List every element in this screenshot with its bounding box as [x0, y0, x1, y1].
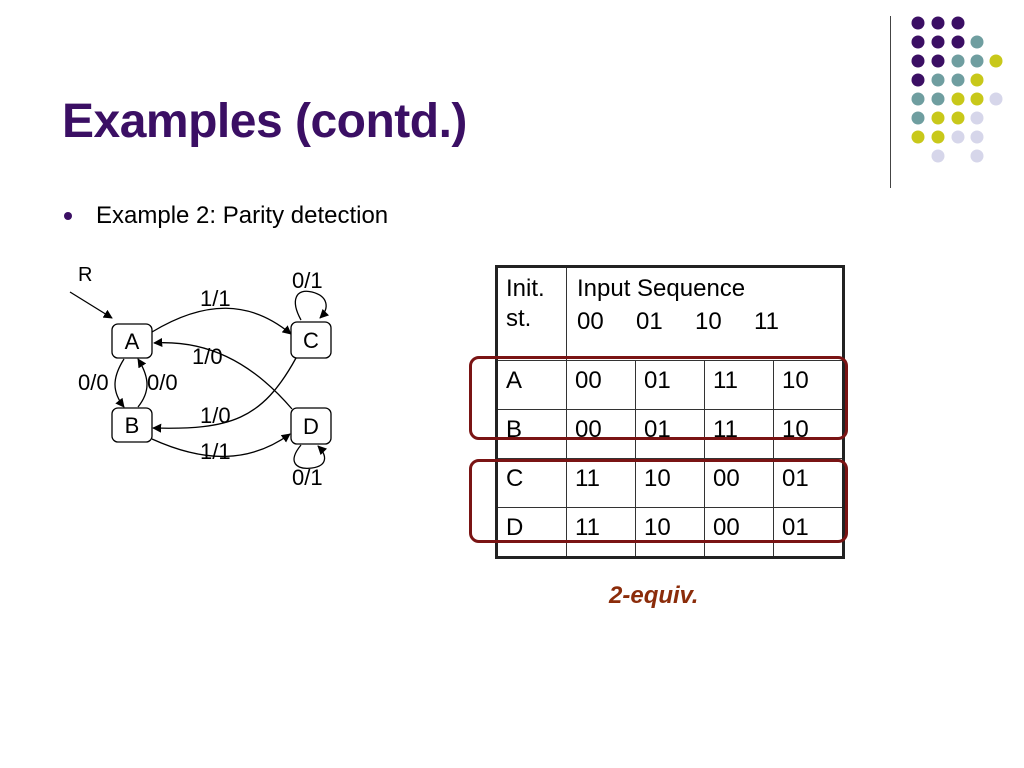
- highlight-box-ab: [469, 356, 848, 440]
- table-row: D 11 10 00 01: [496, 507, 844, 558]
- edge-a-to-c: [151, 307, 292, 335]
- label-b-to-d: 1/1: [200, 439, 231, 464]
- column-header: 00: [577, 308, 604, 335]
- dot-row-1: [911, 16, 965, 30]
- label-c-to-b: 1/0: [200, 403, 231, 428]
- state-c: C: [290, 321, 332, 359]
- row-state: C: [496, 458, 567, 508]
- bullet-item: Example 2: Parity detection: [64, 202, 388, 230]
- dot-row-4: [911, 73, 984, 87]
- edge-c-to-b: [152, 357, 297, 433]
- dot-row-8: [931, 149, 984, 163]
- state-d: D: [290, 407, 332, 445]
- edge-b-to-d: [151, 433, 291, 458]
- row-state: D: [496, 507, 567, 558]
- state-table: Init. st. Input Sequence 00 01 10 11 A 0…: [495, 265, 845, 559]
- label-a-to-c: 1/1: [200, 286, 231, 311]
- label-d-to-a: 1/0: [192, 344, 223, 369]
- dot-row-5: [911, 92, 1003, 106]
- state-a: A: [111, 323, 153, 359]
- reset-label: R: [78, 264, 92, 286]
- decorative-dot-grid: [911, 16, 1003, 163]
- state-b: B: [111, 407, 153, 443]
- label-b-to-a: 0/0: [147, 370, 178, 395]
- state-d-label: D: [303, 414, 319, 439]
- dot-row-7: [911, 130, 984, 144]
- edge-a-to-b: [114, 358, 125, 408]
- table-cell: 11: [566, 458, 636, 508]
- table-cell: 01: [773, 507, 844, 558]
- equivalence-label: 2-equiv.: [609, 582, 699, 609]
- table-cell: 00: [704, 507, 774, 558]
- state-b-label: B: [125, 413, 140, 438]
- table-cell: 01: [773, 458, 844, 508]
- table-cell: 11: [566, 507, 636, 558]
- dot-row-6: [911, 111, 984, 125]
- edge-c-self-loop: [294, 290, 330, 321]
- row-state: A: [496, 360, 567, 410]
- header-input-sequence: Input Sequence 00 01 10 11: [566, 266, 844, 361]
- input-sequence-title: Input Sequence: [577, 275, 746, 302]
- table-cell: 10: [635, 507, 705, 558]
- table-cell: 11: [704, 360, 774, 410]
- input-sequence-columns: 00 01 10 11: [577, 308, 832, 336]
- table-header-row: Init. st. Input Sequence 00 01 10 11: [496, 266, 844, 361]
- column-header: 11: [754, 308, 779, 335]
- dot-row-3: [911, 54, 1003, 68]
- label-c-self: 0/1: [292, 268, 323, 293]
- highlight-box-cd: [469, 459, 848, 543]
- bullet-text: Example 2: Parity detection: [96, 202, 389, 229]
- state-c-label: C: [303, 328, 319, 353]
- header-initial-state: Init. st.: [496, 266, 567, 361]
- title-divider-line: [890, 16, 891, 188]
- dot-row-2: [911, 35, 984, 49]
- edge-b-to-a: [137, 358, 148, 408]
- table-row: B 00 01 11 10: [496, 409, 844, 459]
- state-diagram: R A B C D 0/1 1/1 1/0 0/0 0/0 1/0 1/1 0/…: [69, 264, 332, 490]
- reset-arrow: [69, 291, 113, 319]
- column-header: 10: [695, 308, 722, 335]
- bullet-dot: [64, 212, 72, 220]
- edge-d-self-loop: [293, 444, 328, 469]
- edge-d-to-a: [153, 337, 293, 410]
- table-row: C 11 10 00 01: [496, 458, 844, 508]
- column-header: 01: [636, 308, 663, 335]
- label-a-to-b: 0/0: [78, 370, 109, 395]
- label-d-self: 0/1: [292, 465, 323, 490]
- state-a-label: A: [125, 329, 140, 354]
- slide-title: Examples (contd.): [62, 95, 467, 148]
